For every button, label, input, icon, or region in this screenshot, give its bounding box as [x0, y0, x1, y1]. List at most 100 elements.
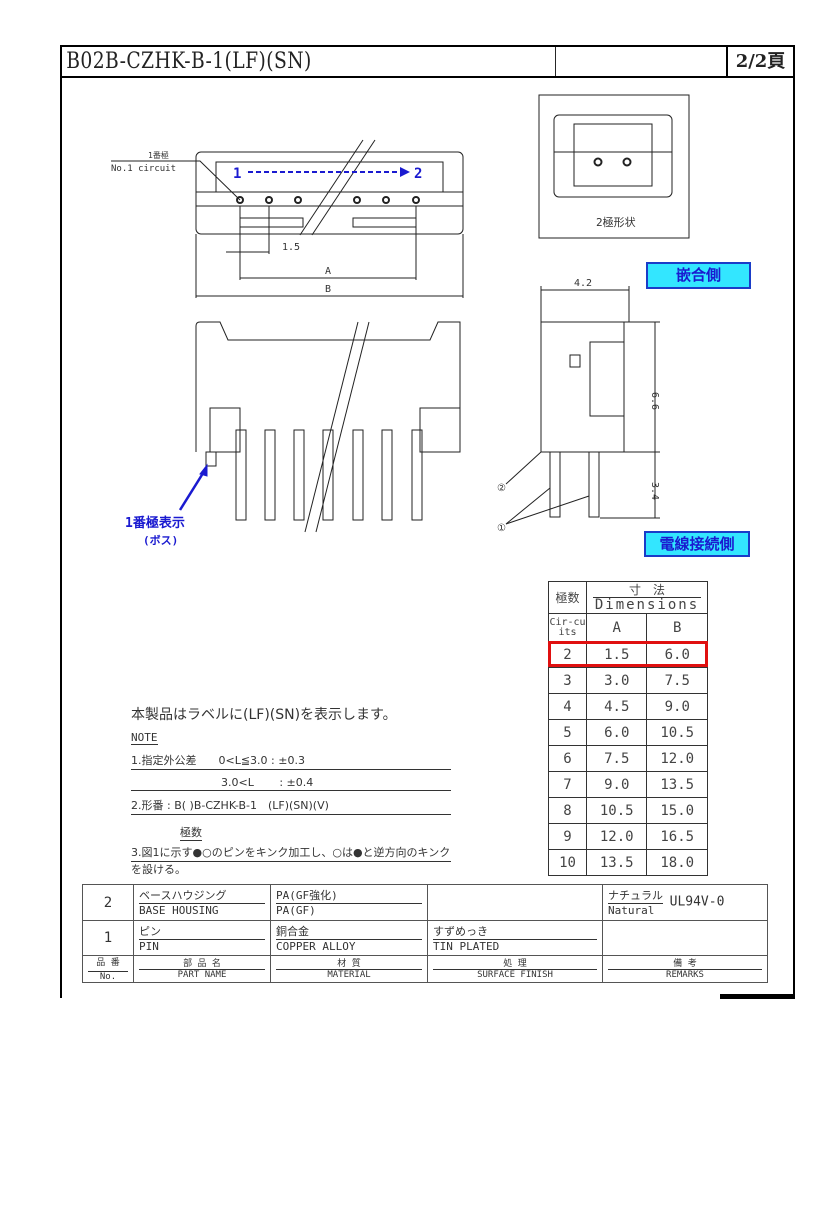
header-circuits-en: Cir-cuits: [548, 613, 587, 642]
cell-a: 9.0: [585, 771, 648, 798]
part-name-en: BASE HOUSING: [139, 904, 219, 917]
callout-1: ①: [497, 523, 506, 534]
cell-a: 6.0: [585, 719, 648, 746]
blank-cell: [643, 47, 728, 76]
header-remarks-jp: 備 考: [608, 959, 762, 970]
cell-circuits: 3: [548, 667, 587, 694]
dimension-b: B: [325, 284, 331, 295]
header-no-en: No.: [99, 972, 117, 982]
cell-a: 13.5: [585, 849, 648, 876]
part-no: 1: [82, 920, 134, 956]
page-number: 2/2頁: [735, 51, 786, 72]
highlight-row-outline: [548, 641, 708, 667]
flammability-grade: UL94V-0: [669, 894, 725, 910]
material-jp: 銅合金: [276, 924, 422, 940]
dimension-a: A: [325, 266, 331, 277]
cell-a: 4.5: [585, 693, 648, 720]
mating-side-label: 嵌合側: [646, 262, 751, 289]
front-view: 1番極表示 (ボス): [125, 321, 461, 547]
part-name-en: PIN: [139, 939, 159, 953]
part-number-title: B02B-CZHK-B-1(LF)(SN): [62, 47, 556, 76]
note-3: 3.図1に示す●○のピンをキンク加工し、○は●と逆方向のキンクを設ける。: [131, 846, 451, 876]
remarks-en: Natural: [608, 904, 655, 917]
header-finish-jp: 処 理: [433, 959, 597, 970]
header-finish-en: SURFACE FINISH: [477, 969, 553, 980]
part-no: 2: [82, 884, 134, 921]
header-dim-jp: 寸 法: [593, 583, 701, 598]
pin1-mark-sub: (ボス): [143, 533, 178, 547]
note-title: NOTE: [131, 731, 158, 745]
cell-b: 7.5: [646, 667, 708, 694]
cell-b: 6.0: [646, 641, 708, 668]
material-en: PA(GF): [276, 904, 316, 917]
cell-b: 12.0: [646, 745, 708, 772]
material-en: COPPER ALLOY: [276, 939, 356, 953]
header-remarks-en: REMARKS: [666, 969, 704, 980]
cell-circuits: 9: [548, 823, 587, 850]
header-name-en: PART NAME: [177, 969, 227, 980]
material-jp: PA(GF強化): [276, 888, 422, 904]
technical-drawing: 1 2 1番極 No.1 circuit 1.5 A B 2極形状 4.2 6.…: [111, 94, 690, 547]
cell-a: 12.0: [585, 823, 648, 850]
top-view: 1 2 1番極 No.1 circuit 1.5 A B: [111, 139, 464, 298]
no1-circuit-jp: 1番極: [148, 150, 169, 160]
header-a: A: [585, 613, 648, 642]
cell-circuits: 10: [548, 849, 587, 876]
part-name-jp: ピン: [139, 924, 265, 940]
cell-circuits: 6: [548, 745, 587, 772]
side-view: 4.2 6.6 3.4 ② ①: [497, 278, 660, 534]
width-dimension: 4.2: [574, 278, 592, 289]
header-b: B: [646, 613, 708, 642]
cell-b: 16.5: [646, 823, 708, 850]
note-2: 2.形番 : B( )B-CZHK-B-1 (LF)(SN)(V): [131, 797, 451, 815]
pin1-mark-label: 1番極表示: [125, 515, 185, 531]
header-material-jp: 材 質: [276, 959, 422, 970]
pitch-dimension: 1.5: [282, 242, 300, 253]
cell-circuits: 4: [548, 693, 587, 720]
note-1: 1.指定外公差 0<L≦3.0 : ±0.3: [131, 752, 451, 770]
cell-b: 10.5: [646, 719, 708, 746]
header-no-jp: 品 番: [88, 956, 128, 972]
note-1b: 3.0<L : ±0.4: [131, 774, 451, 791]
bottom-bar: [720, 994, 795, 999]
cell-b: 18.0: [646, 849, 708, 876]
height-dimension: 6.6: [649, 392, 660, 410]
part-name-jp: ベースハウジング: [139, 888, 265, 904]
label-note: 本製品はラベルに(LF)(SN)を表示します。: [131, 707, 397, 723]
arrow-end-label: 2: [414, 166, 422, 182]
header-dim-en: Dimensions: [594, 597, 700, 613]
header-circuits-jp: 極数: [548, 581, 587, 614]
header-name-jp: 部 品 名: [139, 959, 265, 970]
two-circuit-shape-view: 2極形状: [538, 94, 690, 239]
cell-a: 3.0: [585, 667, 648, 694]
finish-jp: すずめっき: [433, 924, 597, 940]
cell-circuits: 8: [548, 797, 587, 824]
shape-caption: 2極形状: [596, 215, 636, 229]
cell-a: 10.5: [585, 797, 648, 824]
finish-en: TIN PLATED: [433, 939, 500, 953]
cell-circuits: 5: [548, 719, 587, 746]
cell-b: 13.5: [646, 771, 708, 798]
cell-b: 9.0: [646, 693, 708, 720]
cell-circuits: 7: [548, 771, 587, 798]
cell-b: 15.0: [646, 797, 708, 824]
callout-2: ②: [497, 483, 506, 494]
wire-side-label: 電線接続側: [644, 531, 750, 557]
pin-length-dimension: 3.4: [649, 482, 660, 500]
title-block: B02B-CZHK-B-1(LF)(SN) 2/2頁: [60, 45, 795, 78]
no1-circuit-en: No.1 circuit: [111, 164, 176, 174]
